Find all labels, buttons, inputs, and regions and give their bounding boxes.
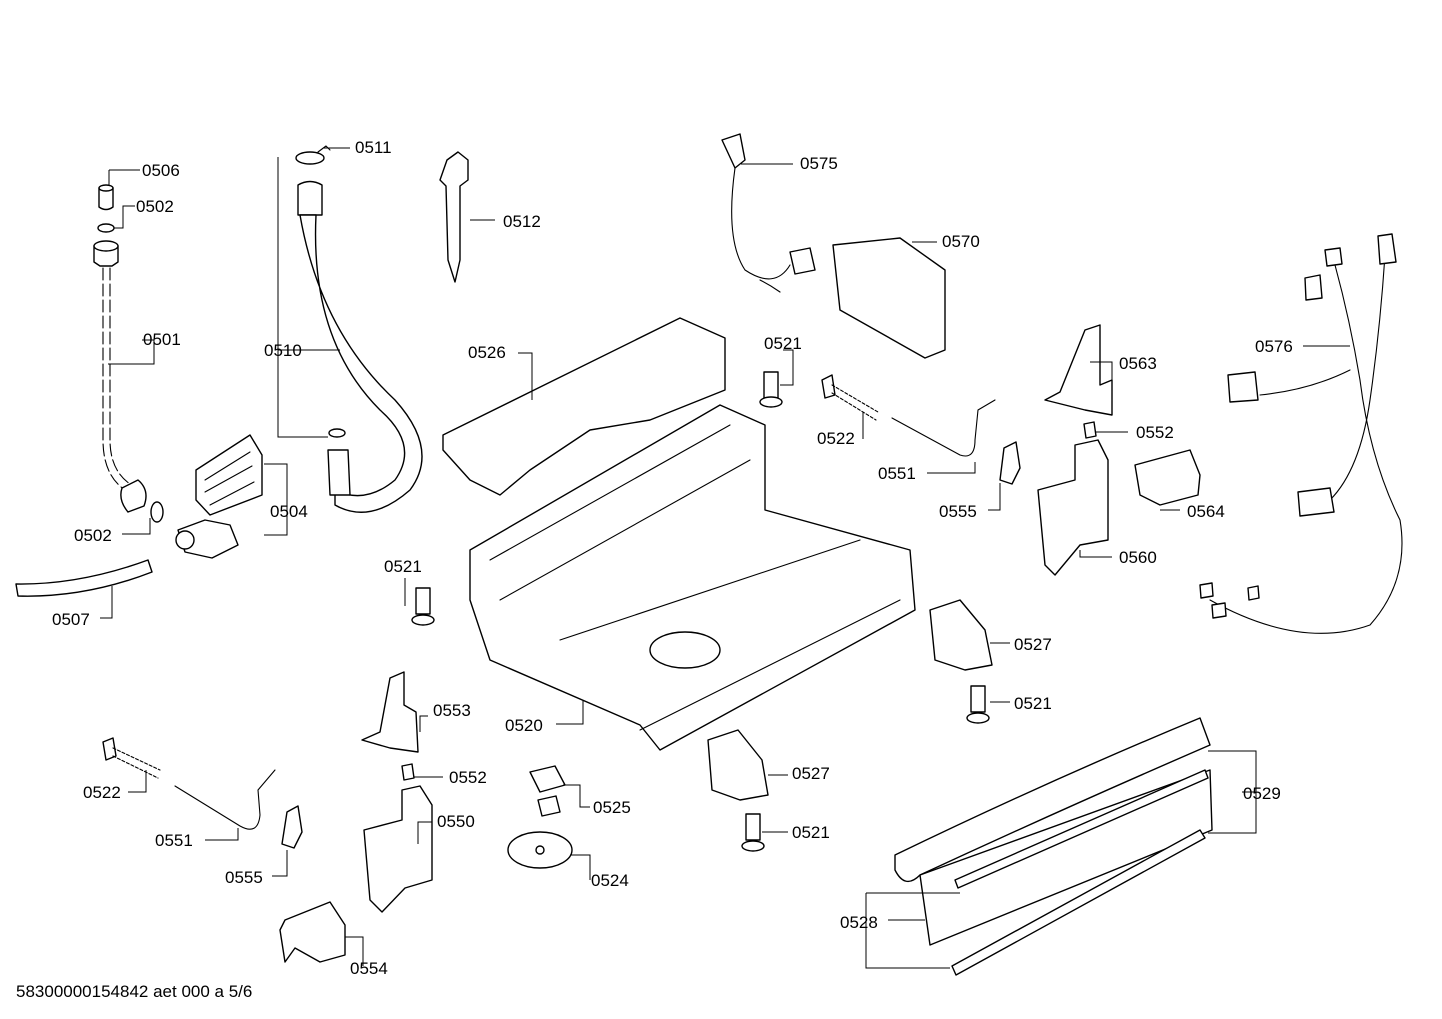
label-0504: 0504 <box>270 502 308 521</box>
label-0521-c: 0521 <box>1014 694 1052 713</box>
part-0529-plinth <box>894 717 1213 946</box>
part-0551-cable-b <box>174 769 276 830</box>
part-0552-clip-b <box>401 763 415 781</box>
label-0502-lower: 0502 <box>74 526 112 545</box>
label-0502-top: 0502 <box>136 197 174 216</box>
label-0527-a: 0527 <box>1014 635 1052 654</box>
label-0522-b: 0522 <box>83 783 121 802</box>
part-number-labels: 0506 0502 0501 0502 0507 0504 0511 0510 … <box>52 138 1293 978</box>
part-0552-clip-a <box>1083 421 1097 439</box>
part-0502-washer <box>97 223 115 233</box>
label-0526: 0526 <box>468 343 506 362</box>
label-0510: 0510 <box>264 341 302 360</box>
part-0560-hinge <box>1037 439 1109 576</box>
label-0550: 0550 <box>437 812 475 831</box>
part-0554-duct <box>279 901 346 963</box>
part-0576-wiring-harness <box>1199 233 1403 634</box>
part-0520-base <box>469 404 916 751</box>
label-0512: 0512 <box>503 212 541 231</box>
part-0563-hinge-bracket <box>1044 324 1113 416</box>
part-0524-disc-hub <box>535 845 545 855</box>
label-0563: 0563 <box>1119 354 1157 373</box>
part-0507-hose <box>15 559 153 597</box>
label-0564: 0564 <box>1187 502 1225 521</box>
part-0527-foot-b <box>707 729 769 801</box>
part-0550-hinge <box>363 785 433 913</box>
part-0525-switch-small <box>537 795 561 817</box>
part-0564-cage <box>1134 449 1201 506</box>
part-0506-cap <box>98 184 114 211</box>
part-0512-holder <box>439 151 469 283</box>
label-0521-a: 0521 <box>764 334 802 353</box>
part-0521-screw-d <box>741 813 765 852</box>
label-0575: 0575 <box>800 154 838 173</box>
label-0501: 0501 <box>143 330 181 349</box>
label-0576: 0576 <box>1255 337 1293 356</box>
label-0552-b: 0552 <box>449 768 487 787</box>
label-0521-b: 0521 <box>384 557 422 576</box>
part-0522-spring-b <box>102 737 161 779</box>
part-0510-drain-hose <box>297 180 423 513</box>
label-0554: 0554 <box>350 959 388 978</box>
label-0520: 0520 <box>505 716 543 735</box>
label-0527-b: 0527 <box>792 764 830 783</box>
part-0521-screw-a <box>759 371 783 408</box>
part-0526-cover <box>442 317 726 496</box>
part-0521-screw-c <box>966 685 990 724</box>
part-0555-clip-a <box>999 441 1021 485</box>
part-0522-spring-a <box>821 374 879 421</box>
part-0575-power-cord <box>721 133 816 293</box>
label-0570: 0570 <box>942 232 980 251</box>
part-0521-screw-b <box>411 587 435 626</box>
label-0507: 0507 <box>52 610 90 629</box>
document-id-footer: 58300000154842 aet 000 a 5/6 <box>16 982 253 1001</box>
part-0528-strip <box>951 829 1206 976</box>
label-0525: 0525 <box>593 798 631 817</box>
label-0521-d: 0521 <box>792 823 830 842</box>
leader-lines <box>100 147 1350 969</box>
label-0511: 0511 <box>355 138 392 157</box>
part-0527-foot-a <box>929 599 993 671</box>
label-0551-b: 0551 <box>155 831 193 850</box>
label-0552-a: 0552 <box>1136 423 1174 442</box>
part-0553-hinge-bracket <box>361 671 419 753</box>
label-0524: 0524 <box>591 871 629 890</box>
label-0560: 0560 <box>1119 548 1157 567</box>
label-0522-a: 0522 <box>817 429 855 448</box>
part-0551-cable-a <box>891 399 996 457</box>
label-0506: 0506 <box>142 161 180 180</box>
part-0504-valve-assembly <box>175 434 263 559</box>
label-0555-b: 0555 <box>225 868 263 887</box>
label-0553: 0553 <box>433 701 471 720</box>
part-0525-switch <box>529 765 566 793</box>
part-0570-control-module <box>832 237 946 359</box>
part-0501-inlet-hose <box>93 240 147 513</box>
part-0502-washer-lower <box>150 501 164 523</box>
part-0511-clamp <box>295 145 331 165</box>
label-0529: 0529 <box>1243 784 1281 803</box>
part-0555-clip-b <box>281 805 303 849</box>
label-0555-a: 0555 <box>939 502 977 521</box>
label-0551-a: 0551 <box>878 464 916 483</box>
label-0528: 0528 <box>840 913 878 932</box>
